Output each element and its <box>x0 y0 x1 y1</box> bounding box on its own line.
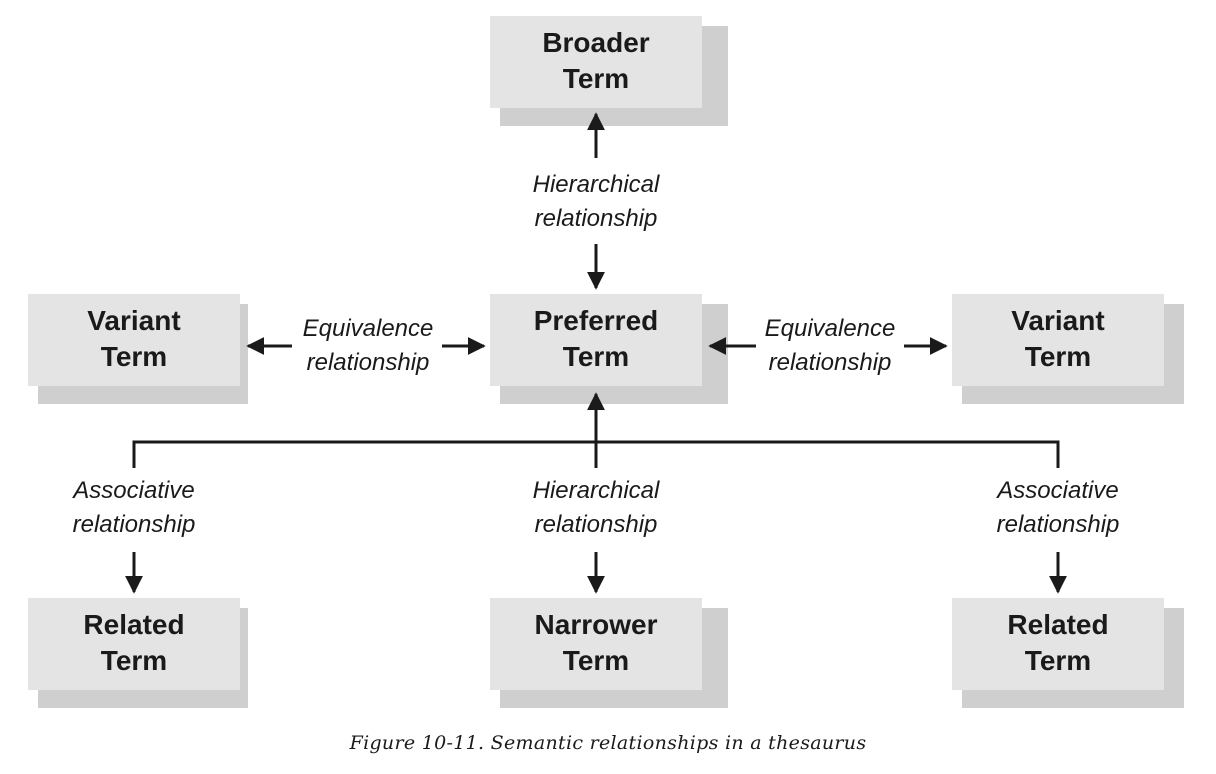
variant-right-line2: Term <box>1025 341 1091 372</box>
associative-left-line1: Associative <box>71 477 194 504</box>
hierarchical-bottom-line1: Hierarchical <box>533 477 660 504</box>
equivalence-right-line1: Equivalence <box>765 315 896 342</box>
broader-term-box: Broader Term <box>490 16 728 126</box>
related-right-line2: Term <box>1025 645 1091 676</box>
narrower-term-box: Narrower Term <box>490 598 728 708</box>
preferred-term-line1: Preferred <box>534 305 659 336</box>
equivalence-right-line2: relationship <box>769 349 892 376</box>
variant-term-right-box: Variant Term <box>952 294 1184 404</box>
horizontal-branch-line <box>132 440 1060 468</box>
variant-term-left-box: Variant Term <box>28 294 248 404</box>
narrower-term-line2: Term <box>563 645 629 676</box>
related-left-line1: Related <box>83 609 184 640</box>
related-right-line1: Related <box>1007 609 1108 640</box>
associative-right-line2: relationship <box>997 511 1120 538</box>
narrower-term-line1: Narrower <box>535 609 658 640</box>
broader-term-line2: Term <box>563 63 629 94</box>
variant-right-line1: Variant <box>1011 305 1104 336</box>
hierarchical-top-line2: relationship <box>535 205 658 232</box>
broader-term-line1: Broader <box>542 27 649 58</box>
associative-left-line2: relationship <box>73 511 196 538</box>
related-term-right-box: Related Term <box>952 598 1184 708</box>
figure-caption: Figure 10-11. Semantic relationships in … <box>349 732 867 754</box>
associative-right-line1: Associative <box>995 477 1118 504</box>
variant-left-line2: Term <box>101 341 167 372</box>
equivalence-left-line2: relationship <box>307 349 430 376</box>
hierarchical-top-line1: Hierarchical <box>533 171 660 198</box>
equivalence-left-line1: Equivalence <box>303 315 434 342</box>
hierarchical-bottom-line2: relationship <box>535 511 658 538</box>
related-term-left-box: Related Term <box>28 598 248 708</box>
preferred-term-line2: Term <box>563 341 629 372</box>
related-left-line2: Term <box>101 645 167 676</box>
preferred-term-box: Preferred Term <box>490 294 728 404</box>
variant-left-line1: Variant <box>87 305 180 336</box>
